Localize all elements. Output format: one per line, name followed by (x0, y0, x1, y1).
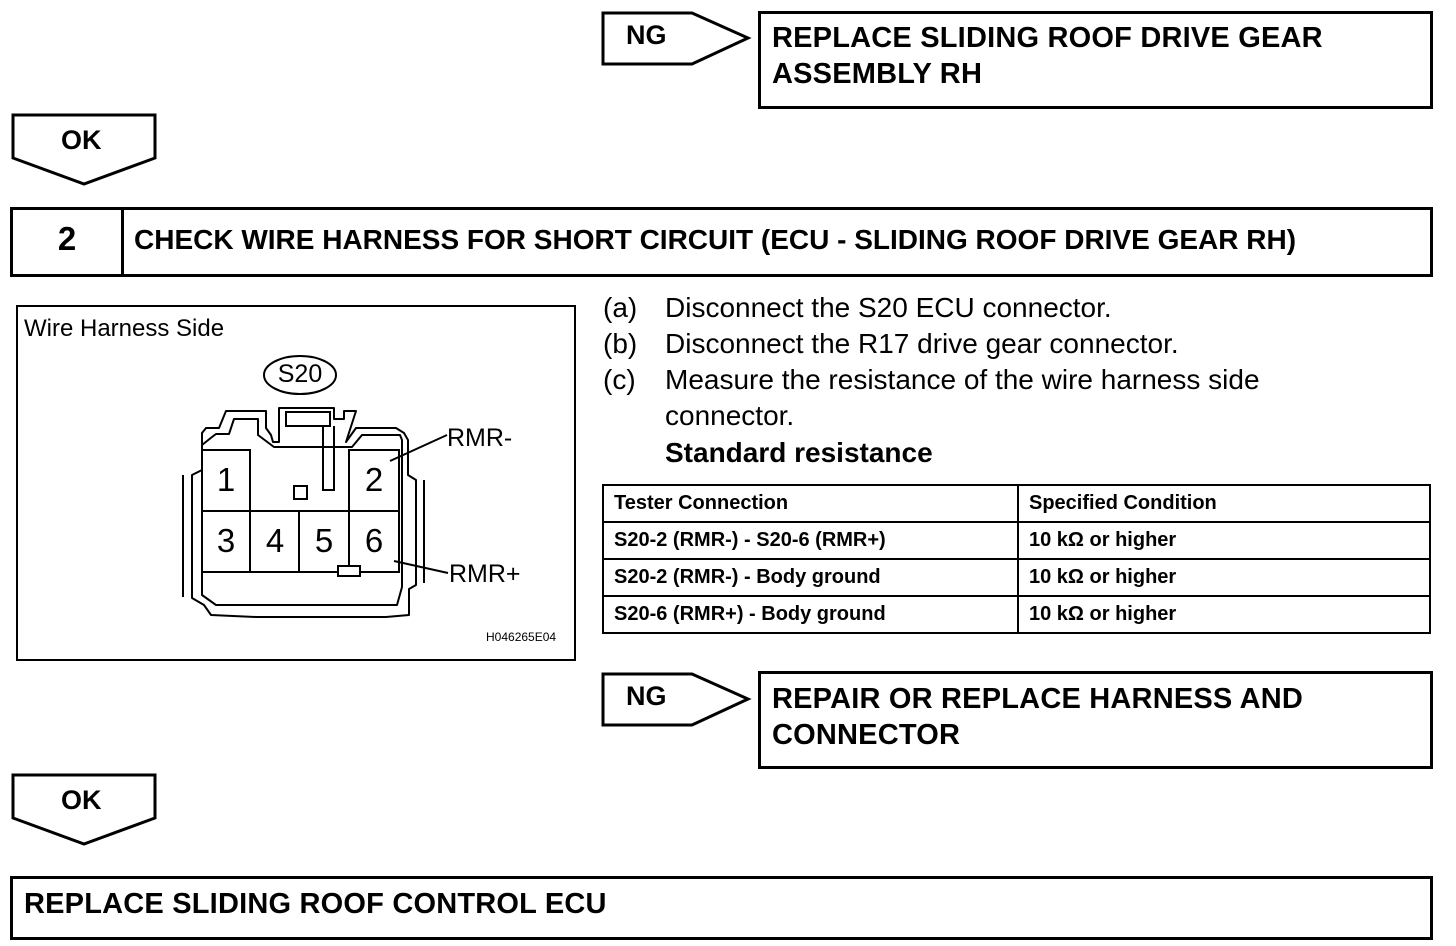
instruction-c-text: Measure the resistance of the wire harne… (665, 364, 1260, 395)
table-header-row: Tester Connection Specified Condition (602, 484, 1431, 523)
connector-drawing (182, 355, 449, 618)
instruction-c-continued: connector. (665, 400, 795, 431)
instruction-a-label: (a) (603, 292, 638, 323)
spec-table: Tester Connection Specified Condition S2… (602, 484, 1431, 634)
step-header (10, 207, 1433, 277)
final-result-text: REPLACE SLIDING ROOF CONTROL ECU (24, 888, 607, 920)
wire-label-rmr-plus: RMR+ (449, 560, 521, 588)
table-cell: 10 kΩ or higher (1017, 558, 1431, 597)
ok-label-2: OK (61, 785, 102, 815)
pin-4: 4 (265, 522, 285, 559)
result-box-replace-drive-gear (758, 11, 1433, 109)
table-row: S20-2 (RMR-) - S20-6 (RMR+) 10 kΩ or hig… (602, 521, 1431, 560)
result-text-repair-harness-1: REPAIR OR REPLACE HARNESS AND (772, 683, 1304, 715)
ng-arrow-bottom (601, 672, 752, 727)
ng-label-top: NG (626, 20, 667, 50)
wire-label-rmr-minus: RMR- (447, 424, 513, 452)
result-text-replace-drive-gear-2: ASSEMBLY RH (772, 58, 983, 90)
result-text-repair-harness-2: CONNECTOR (772, 719, 961, 751)
table-cell: 10 kΩ or higher (1017, 521, 1431, 560)
table-cell: S20-2 (RMR-) - S20-6 (RMR+) (602, 521, 1019, 560)
ng-label-bottom: NG (626, 681, 667, 711)
pin-6: 6 (364, 522, 384, 559)
table-cell: S20-2 (RMR-) - Body ground (602, 558, 1019, 597)
instruction-b: (b) Disconnect the R17 drive gear connect… (603, 326, 1179, 362)
pin-1: 1 (216, 461, 236, 498)
instruction-a-text: Disconnect the S20 ECU connector. (665, 292, 1112, 323)
diagram-title: Wire Harness Side (24, 315, 225, 342)
result-text-replace-drive-gear-1: REPLACE SLIDING ROOF DRIVE GEAR (772, 22, 1323, 54)
standard-heading: Standard resistance (665, 437, 933, 468)
table-cell: S20-6 (RMR+) - Body ground (602, 595, 1019, 634)
table-header-cell: Specified Condition (1017, 484, 1431, 523)
pin-2: 2 (364, 461, 384, 498)
table-cell: 10 kΩ or higher (1017, 595, 1431, 634)
connector-id-label: S20 (277, 360, 323, 388)
ok-arrow-2 (11, 773, 157, 846)
table-row: S20-2 (RMR-) - Body ground 10 kΩ or high… (602, 558, 1431, 597)
instruction-b-text: Disconnect the R17 drive gear connector. (665, 328, 1179, 359)
ok-label-1: OK (61, 125, 102, 155)
pin-3: 3 (216, 522, 236, 559)
result-box-repair-harness (758, 671, 1433, 769)
ng-arrow-top (601, 11, 752, 66)
instruction-b-label: (b) (603, 328, 638, 359)
table-header-cell: Tester Connection (602, 484, 1019, 523)
step-divider (121, 207, 124, 277)
instruction-c: (c) Measure the resistance of the wire ha… (603, 362, 1260, 398)
step-number: 2 (57, 220, 77, 257)
ok-arrow-1 (11, 113, 157, 186)
step-title: CHECK WIRE HARNESS FOR SHORT CIRCUIT (EC… (134, 224, 1297, 255)
instruction-a: (a) Disconnect the S20 ECU connector. (603, 290, 1112, 326)
instruction-c-label: (c) (603, 364, 636, 395)
figure-id: H046265E04 (486, 630, 557, 644)
table-row: S20-6 (RMR+) - Body ground 10 kΩ or high… (602, 595, 1431, 634)
pin-5: 5 (314, 522, 334, 559)
final-result-box (10, 876, 1433, 940)
